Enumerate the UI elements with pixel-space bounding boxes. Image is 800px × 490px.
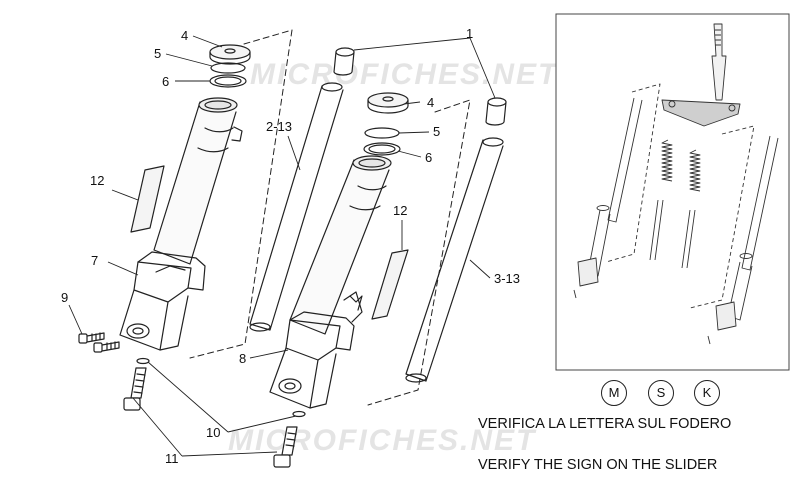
left-slider <box>119 97 243 351</box>
left-reflector <box>130 165 165 233</box>
right-dust-seal <box>363 142 401 156</box>
caption-english: VERIFY THE SIGN ON THE SLIDER <box>478 457 718 473</box>
callout-7: 7 <box>91 253 98 268</box>
right-oring <box>364 127 400 139</box>
washer-right <box>292 410 306 418</box>
letter-badge-s: S <box>648 380 674 406</box>
leader-lines <box>68 35 496 457</box>
watermark-bottom: MICROFICHES.NET <box>228 424 537 457</box>
callout-6-right: 6 <box>425 150 432 165</box>
right-top-cap <box>367 92 409 114</box>
callout-4-left: 4 <box>181 28 188 43</box>
callout-12-right: 12 <box>393 203 407 218</box>
bolt-right <box>273 426 298 468</box>
callout-2-13: 2-13 <box>266 119 292 134</box>
callout-12-left: 12 <box>90 173 104 188</box>
callout-1: 1 <box>466 26 473 41</box>
bushing-right <box>485 97 507 126</box>
right-reflector <box>371 249 409 320</box>
callout-6-left: 6 <box>162 74 169 89</box>
bolt-left <box>123 367 147 411</box>
right-stanchion <box>405 137 504 383</box>
letter-badge-k: K <box>694 380 720 406</box>
bushing-top <box>333 47 355 76</box>
callout-4-right: 4 <box>427 95 434 110</box>
letter-badge-m: M <box>601 380 627 406</box>
left-oring <box>210 62 246 74</box>
screw-9b <box>93 341 120 353</box>
callout-5-right: 5 <box>433 124 440 139</box>
callout-3-13: 3-13 <box>494 271 520 286</box>
right-dashed-frame <box>367 99 471 406</box>
inset-overview <box>555 13 790 371</box>
watermark-top: MICROFICHES.NET <box>250 58 559 91</box>
left-dust-seal <box>209 74 247 88</box>
callout-5-left: 5 <box>154 46 161 61</box>
left-stanchion <box>249 82 344 332</box>
callout-10: 10 <box>206 425 220 440</box>
callout-labels: 4 5 6 1 2-13 4 5 6 12 12 7 3-13 9 8 10 1… <box>61 26 520 466</box>
callout-9: 9 <box>61 290 68 305</box>
left-top-cap <box>209 44 251 65</box>
callout-8: 8 <box>239 351 246 366</box>
screw-9a <box>78 332 105 344</box>
callout-11: 11 <box>165 451 179 466</box>
left-dashed-frame <box>189 29 293 359</box>
right-slider <box>269 155 392 409</box>
caption-italian: VERIFICA LA LETTERA SUL FODERO <box>478 416 732 432</box>
washer-left <box>136 357 150 365</box>
